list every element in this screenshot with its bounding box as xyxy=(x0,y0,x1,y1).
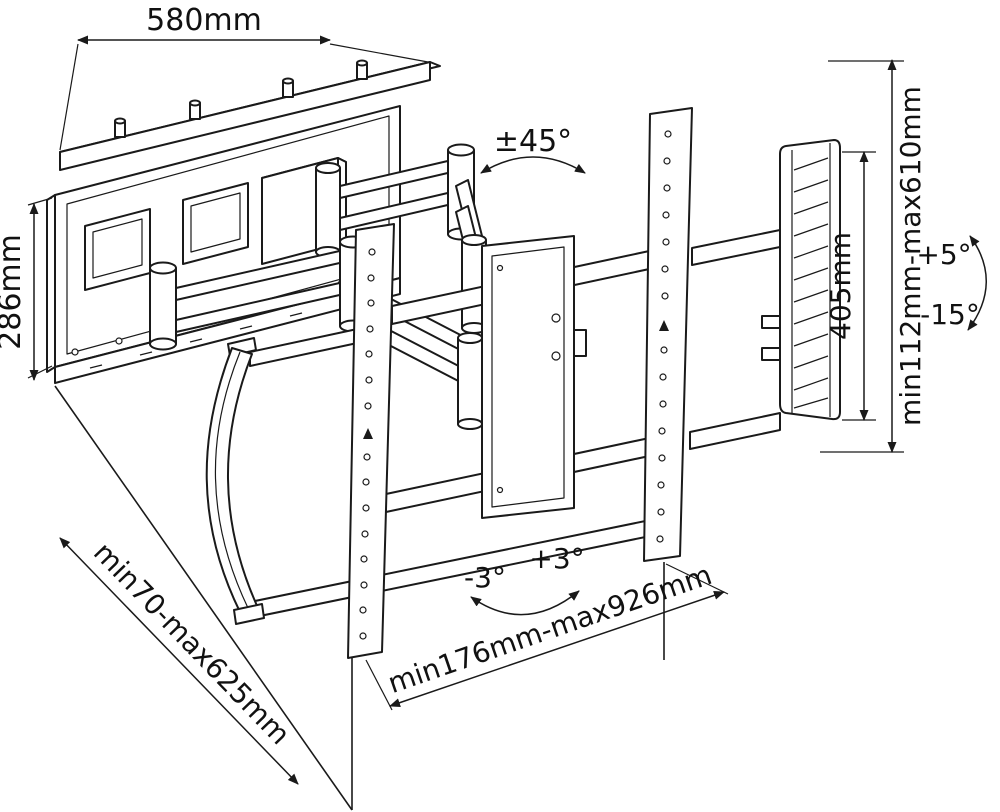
dimension-annotations xyxy=(27,35,987,785)
dim-tilt-arrow xyxy=(967,235,987,331)
label-swivel-angle: ±45° xyxy=(494,124,572,159)
label-wall-plate-width: 580mm xyxy=(146,3,262,38)
top-rail-clips xyxy=(114,59,368,138)
vesa-plate-bolt xyxy=(573,329,587,357)
front-top-bar xyxy=(249,327,363,367)
label-tilt-up: +5° xyxy=(916,238,971,271)
vesa-plate xyxy=(481,235,587,519)
rail-left-holes xyxy=(359,248,376,640)
dim-width-580 xyxy=(59,35,429,151)
label-level-minus: -3° xyxy=(464,561,506,594)
dim-height-range xyxy=(820,59,904,453)
label-level-plus: +3° xyxy=(529,542,584,575)
alignment-arrow-icon xyxy=(363,428,373,439)
label-tilt-down: -15° xyxy=(920,298,980,331)
tv-rail-right xyxy=(643,107,693,562)
dim-rail-405 xyxy=(842,151,876,421)
rail-hatching xyxy=(793,157,829,409)
upper-crossbar-right xyxy=(691,229,781,266)
alignment-arrow-icon xyxy=(659,320,669,331)
dim-height-286 xyxy=(27,197,53,381)
label-wall-plate-height: 286mm xyxy=(0,234,28,350)
lower-crossbar-right xyxy=(689,412,781,450)
tv-rail-side-profile xyxy=(761,139,841,421)
rail-bolts xyxy=(761,315,781,361)
rail-right-holes xyxy=(656,130,672,543)
wall-plate-cutouts xyxy=(84,182,249,291)
label-height-range: min112mm-max610mm xyxy=(894,86,927,426)
tv-rail-left xyxy=(347,223,395,659)
dim-extension-range xyxy=(365,563,729,711)
wall-plate-top-rail xyxy=(59,59,441,171)
label-rail-height: 405mm xyxy=(824,232,857,340)
label-depth-range: min70-max625mm xyxy=(87,536,297,751)
curved-front-rail xyxy=(205,337,265,625)
dim-depth-range xyxy=(59,537,299,785)
wall-plate-side-face xyxy=(46,194,56,373)
dim-swivel-arrow xyxy=(480,156,586,174)
